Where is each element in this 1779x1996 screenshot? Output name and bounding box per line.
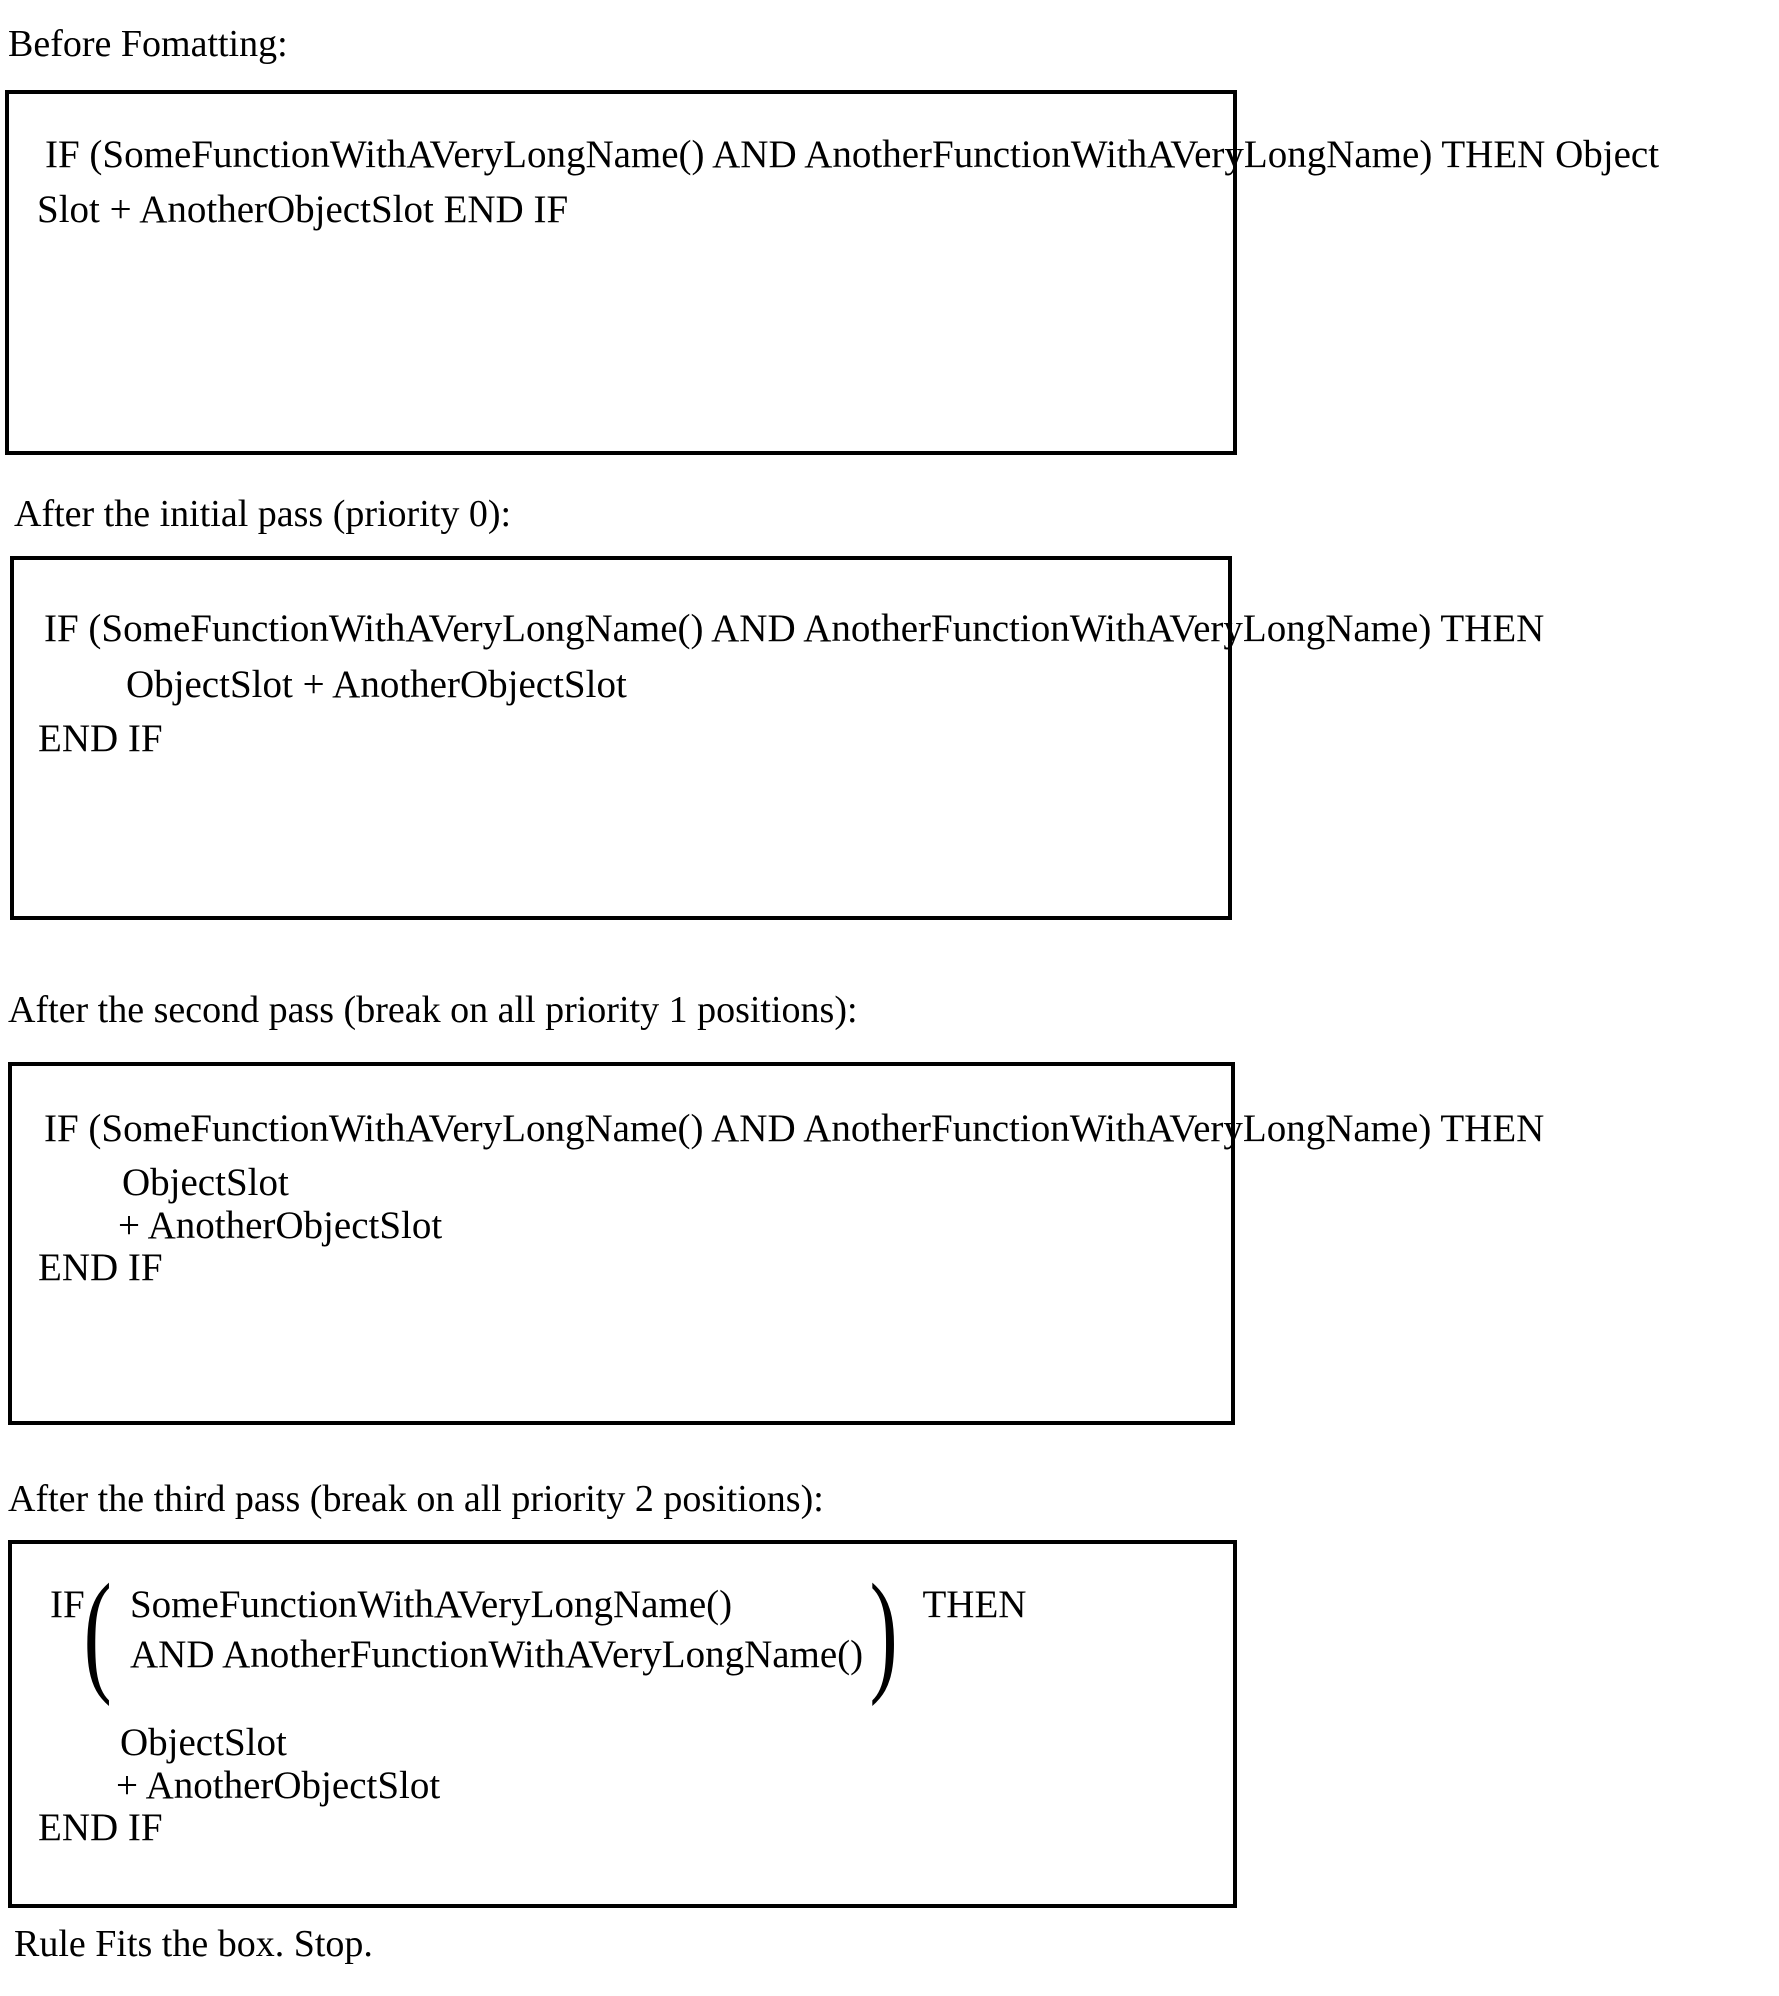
code-line: ObjectSlot [120, 1721, 287, 1764]
section-label-initial-pass: After the initial pass (priority 0): [14, 493, 512, 535]
code-line: ObjectSlot [122, 1161, 289, 1204]
code-line: AND AnotherFunctionWithAVeryLongName() [129, 1633, 864, 1676]
code-line: IF (SomeFunctionWithAVeryLongName() AND … [44, 1107, 1545, 1150]
code-line: + AnotherObjectSlot [116, 1764, 441, 1807]
code-line: IF (SomeFunctionWithAVeryLongName() AND … [44, 607, 1545, 650]
if-condition-group: IF ( SomeFunctionWithAVeryLongName() AND… [50, 1557, 1027, 1707]
code-line: ObjectSlot + AnotherObjectSlot [126, 663, 627, 706]
code-line: Slot + AnotherObjectSlot END IF [37, 188, 569, 231]
then-keyword: THEN [922, 1583, 1027, 1626]
if-keyword: IF [50, 1583, 85, 1626]
close-paren-delimiter: ) [869, 1557, 898, 1707]
section-label-third-pass: After the third pass (break on all prior… [8, 1478, 824, 1520]
condition-lines: SomeFunctionWithAVeryLongName() AND Anot… [130, 1580, 863, 1684]
code-box-before-formatting: IF (SomeFunctionWithAVeryLongName() AND … [5, 90, 1659, 455]
code-line: IF (SomeFunctionWithAVeryLongName() AND … [45, 133, 1660, 176]
code-box-initial-pass: IF (SomeFunctionWithAVeryLongName() AND … [10, 556, 1544, 920]
open-paren-delimiter: ( [83, 1557, 112, 1707]
section-label-second-pass: After the second pass (break on all prio… [8, 989, 858, 1031]
code-line: + AnotherObjectSlot [118, 1204, 443, 1247]
code-line: SomeFunctionWithAVeryLongName() [129, 1583, 733, 1626]
code-box-second-pass: IF (SomeFunctionWithAVeryLongName() AND … [8, 1062, 1544, 1425]
footer-note: Rule Fits the box. Stop. [14, 1923, 373, 1965]
code-line: END IF [38, 717, 163, 760]
code-line: END IF [38, 1806, 163, 1849]
code-box-third-pass: IF ( SomeFunctionWithAVeryLongName() AND… [8, 1540, 1237, 1908]
code-line: END IF [38, 1246, 163, 1289]
section-label-before-formatting: Before Fomatting: [8, 23, 288, 65]
